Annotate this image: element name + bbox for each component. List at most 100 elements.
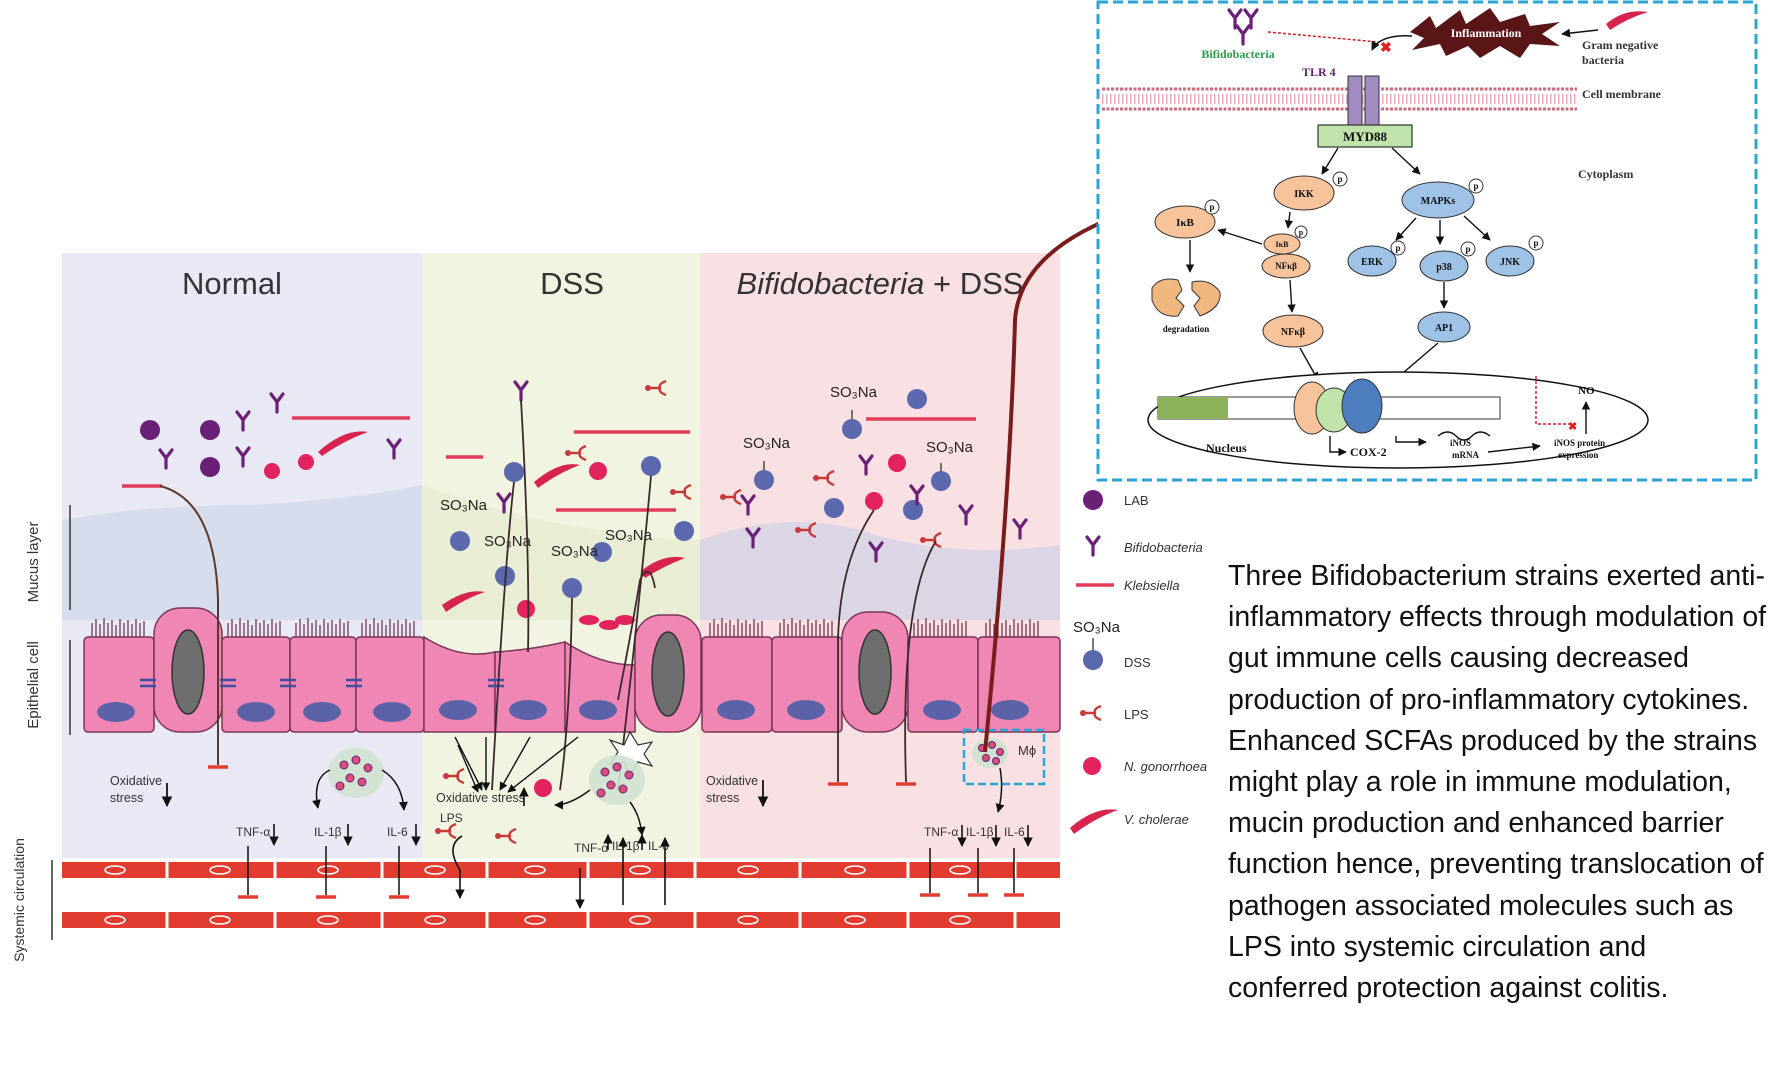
- so3na-label: SO₃Na: [605, 527, 653, 544]
- degradation-icon: [1151, 278, 1185, 317]
- legend-bifido-icon: [1085, 535, 1101, 557]
- mucus-layer-bifido: [700, 522, 1060, 620]
- jnk-node: [1485, 245, 1535, 277]
- oxidative-stress-label-dss: Oxidative stress: [436, 791, 525, 805]
- ikb-node: [1154, 205, 1216, 239]
- cox2-label: COX-2: [1350, 445, 1387, 459]
- svg-text:p: p: [1465, 244, 1470, 254]
- legend-ngon-icon: [1083, 757, 1101, 775]
- v-cholerae-icon: [318, 431, 368, 456]
- inos-protein-label-2: expression: [1558, 450, 1598, 460]
- signaling-pathway-panel: Bifidobacteria ✖ Inflammation Gram negat…: [1096, 0, 1758, 482]
- tlr4-receptor: [1347, 75, 1363, 129]
- p38-node: [1419, 250, 1469, 282]
- il6-label: IL-6: [387, 825, 408, 839]
- so3na-label: SO₃Na: [551, 543, 599, 560]
- legend-lps-label: LPS: [1124, 707, 1149, 722]
- so3na-label: SO₃Na: [743, 435, 791, 452]
- svg-text:p: p: [1299, 228, 1304, 237]
- legend: LAB Bifidobacteria Klebsiella SO₃Na DSS …: [1070, 490, 1207, 834]
- inos-mrna-label: iNOS: [1450, 438, 1471, 448]
- ikb-label: IκB: [1176, 217, 1194, 229]
- il6-label-bifido: IL-6: [1004, 825, 1025, 839]
- inflammation-label: Inflammation: [1451, 26, 1522, 40]
- panel-title-bifido-italic: Bifidobacteria: [737, 266, 925, 301]
- n-gonorrhoea-icon: [264, 454, 314, 479]
- p38-label: p38: [1436, 262, 1452, 273]
- nfkb-complex-node: [1261, 253, 1311, 279]
- mapks-label: MAPKs: [1421, 196, 1456, 207]
- tnf-label-dss: TNF-α: [574, 841, 608, 855]
- svg-text:NFκβ: NFκβ: [1275, 261, 1297, 271]
- systemic-circulation-label: Systemic circulation: [11, 838, 27, 962]
- promoter-region: [1158, 397, 1228, 419]
- erk-node: [1347, 245, 1397, 277]
- svg-text:p: p: [1337, 174, 1342, 184]
- side-labels: Mucus layer Epithelial cell Systemic cir…: [11, 505, 71, 962]
- myd88-label: MYD88: [1343, 129, 1388, 144]
- legend-dss-label: DSS: [1124, 655, 1151, 670]
- macrophage-box: [962, 728, 1046, 786]
- il1b-label-bifido: IL-1β: [966, 825, 994, 839]
- legend-lab-label: LAB: [1124, 493, 1149, 508]
- panel-title-bifido: Bifidobacteria + DSS: [737, 266, 1024, 301]
- nucleus-label: Nucleus: [1206, 441, 1247, 455]
- panel-title-normal: Normal: [182, 266, 282, 301]
- jnk-label: JNK: [1500, 257, 1520, 268]
- dss-panel-content: SO₃Na SO₃Na SO₃Na SO₃Na Oxidative stress: [433, 379, 694, 909]
- epithelium: [83, 607, 1061, 733]
- bifido-panel-content: SO₃Na SO₃Na SO₃Na Mϕ Oxidative stress TN…: [706, 384, 1046, 897]
- nucleus: [1147, 371, 1649, 469]
- legend-lab-icon: [1083, 490, 1103, 510]
- so3na-label: SO₃Na: [440, 497, 488, 514]
- macrophage-label: Mϕ: [1018, 743, 1036, 758]
- lab-icon: [140, 420, 220, 477]
- oxidative-stress-label-bifido-2: stress: [706, 791, 739, 805]
- epithelial-cell-label: Epithelial cell: [25, 641, 42, 729]
- erk-label: ERK: [1361, 257, 1383, 268]
- tlr4-label: TLR 4: [1302, 65, 1336, 79]
- svg-text:p: p: [1533, 238, 1538, 248]
- mucus-layer-dss: [422, 485, 700, 620]
- il1b-label-dss: IL-1β: [612, 839, 640, 853]
- ap1-node: [1417, 311, 1471, 343]
- oxidative-stress-label-bifido: Oxidative: [706, 774, 758, 788]
- legend-vchol-icon: [1070, 809, 1118, 834]
- svg-text:p: p: [1395, 243, 1400, 253]
- pathway-bifido-label: Bifidobacteria: [1201, 47, 1274, 61]
- cell-membrane: [1102, 87, 1577, 111]
- so3na-label: SO₃Na: [926, 439, 974, 456]
- gram-negative-label: Gram negative: [1582, 38, 1659, 52]
- svg-text:p: p: [1209, 202, 1214, 212]
- mucus-layer-label: Mucus layer: [25, 522, 42, 603]
- transcription-factor: [1341, 378, 1383, 434]
- connector-arrow: [983, 207, 1132, 753]
- cytoplasm-label: Cytoplasm: [1578, 167, 1633, 181]
- il1b-label: IL-1β: [314, 825, 342, 839]
- legend-so3na-label: SO₃Na: [1073, 619, 1121, 636]
- legend-ngon-label: N. gonorrhoea: [1124, 759, 1207, 774]
- legend-klebsiella-label: Klebsiella: [1124, 578, 1180, 593]
- klebsiella-icon: [122, 416, 410, 488]
- inos-mrna-label-2: mRNA: [1452, 450, 1479, 460]
- il6-label-dss: IL-6: [648, 839, 669, 853]
- degradation-label: degradation: [1163, 324, 1210, 334]
- oxidative-stress-label: Oxidative: [110, 774, 162, 788]
- dss-molecule-icon: [450, 456, 694, 598]
- ap1-label: AP1: [1435, 323, 1453, 334]
- ikk-label: IKK: [1294, 189, 1314, 200]
- description-text: Three Bifidobacterium strains exerted an…: [1228, 560, 1767, 1005]
- myd88-box: [1317, 124, 1413, 148]
- inflammation-burst: [1410, 8, 1560, 58]
- blood-vessels: [62, 860, 1060, 930]
- block-mark: ✖: [1380, 39, 1392, 55]
- inos-protein-label: iNOS protein: [1554, 438, 1605, 448]
- tnf-label-bifido: TNF-α: [924, 825, 958, 839]
- panel-backgrounds: [62, 253, 1060, 858]
- nfkb-label: NFκβ: [1281, 327, 1305, 338]
- svg-text:IκB: IκB: [1276, 240, 1290, 249]
- oxidative-stress-label-2: stress: [110, 791, 143, 805]
- panel-title-dss: DSS: [540, 266, 604, 301]
- legend-bifido-label: Bifidobacteria: [1124, 540, 1203, 555]
- ikk-node: [1273, 175, 1335, 211]
